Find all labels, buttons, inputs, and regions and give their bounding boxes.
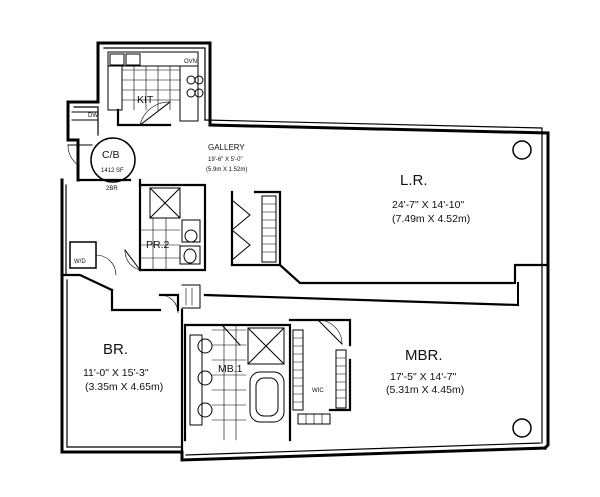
lr-closet	[231, 195, 277, 263]
kit-name: KIT	[137, 94, 154, 106]
cb-circle	[90, 137, 136, 183]
wic-shelves	[292, 319, 347, 425]
mbr-dim-m: (5.31m X 4.45m)	[386, 384, 464, 396]
interior-walls	[60, 108, 550, 454]
br-doors	[159, 284, 201, 314]
mb1-fixtures	[189, 324, 285, 441]
br-name: BR.	[103, 341, 128, 358]
kitchen-door	[71, 101, 171, 126]
dw-label: DW	[88, 113, 98, 119]
mbr-dim-ft: 17'-5" X 14'-7"	[390, 371, 457, 383]
wic-label: WIC	[312, 388, 324, 394]
mb1-name: MB.1	[218, 363, 243, 375]
cb-label: C/B	[102, 149, 120, 161]
labels: L.R. 24'-7" X 14'-10" (7.49m X 4.52m) MB…	[74, 59, 470, 396]
kitchen-counters	[107, 51, 204, 122]
mbr-name: MBR.	[405, 347, 443, 364]
br-dim-m: (3.35m X 4.65m)	[85, 381, 163, 393]
exterior-inner-line	[65, 47, 543, 456]
pr2-name: PR.2	[146, 239, 170, 251]
column-se	[512, 418, 532, 438]
entry-door	[67, 144, 93, 166]
column-ne	[512, 140, 532, 160]
lr-dim-ft: 24'-7" X 14'-10"	[392, 199, 464, 211]
exterior-walls	[60, 41, 550, 462]
lr-dim-m: (7.49m X 4.52m)	[392, 213, 470, 225]
gallery-dim-m: (5.9m X 1.52m)	[206, 167, 247, 173]
wd-label: W/D	[74, 259, 86, 265]
gallery-dim-ft: 19'-6" X 5'-0"	[208, 157, 243, 163]
oven-label: OVN	[184, 59, 197, 65]
gallery-name: GALLERY	[208, 143, 245, 152]
lr-name: L.R.	[400, 172, 428, 189]
pr2-fixtures	[124, 187, 201, 271]
area-label: 1412 SF	[101, 168, 124, 174]
bedrooms-label: 2BR	[106, 186, 118, 192]
br-dim-ft: 11'-0" X 15'-3"	[83, 367, 149, 379]
